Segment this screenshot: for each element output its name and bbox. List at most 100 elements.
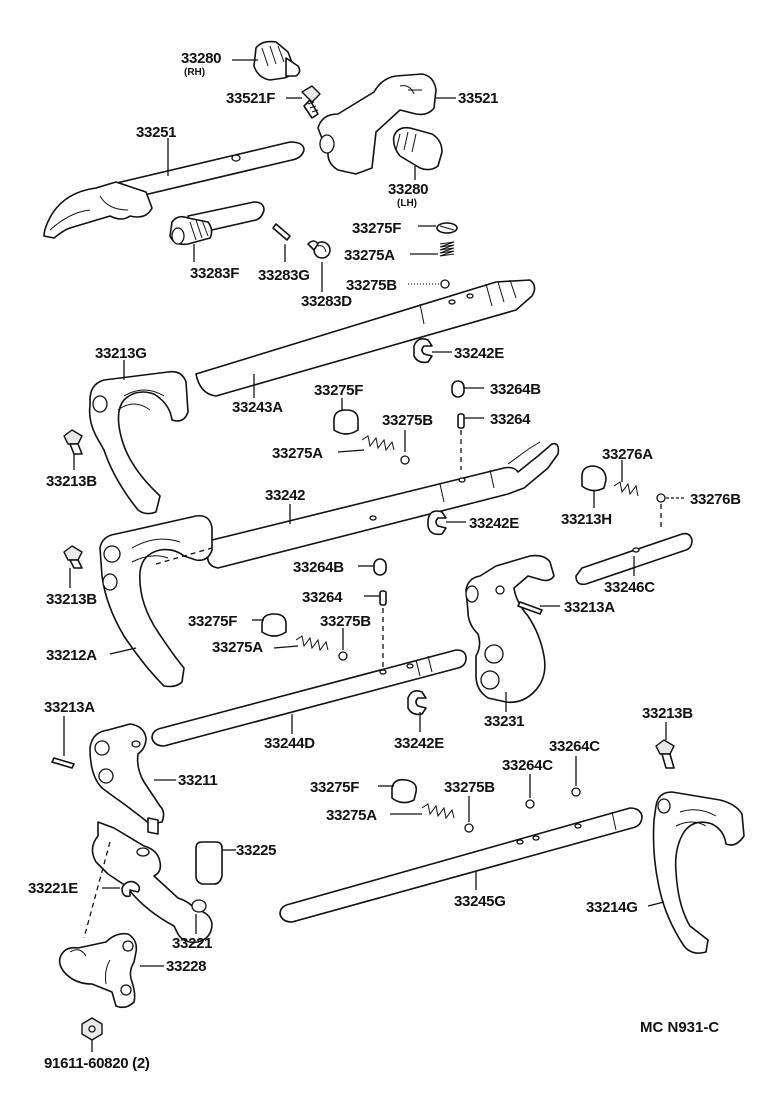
part-33276a-spring	[613, 481, 639, 497]
label-33264-b: 33264	[302, 589, 343, 606]
label-33243a: 33243A	[232, 399, 283, 416]
label-33221: 33221	[172, 935, 212, 952]
label-33521: 33521	[458, 90, 498, 107]
labels: 33280 (RH) 33521F 33521 33251 33280 (LH)…	[28, 50, 742, 1072]
part-33242e-clip-a	[413, 338, 433, 364]
part-33521f-bolt	[301, 85, 321, 119]
label-33221e: 33221E	[28, 880, 78, 897]
label-33251: 33251	[136, 124, 176, 141]
label-33211: 33211	[178, 772, 217, 789]
part-33264c-ball-a	[525, 799, 535, 809]
label-33280-rh-note: (RH)	[184, 67, 205, 78]
label-33264b-b: 33264B	[293, 559, 344, 576]
label-33228: 33228	[166, 958, 206, 975]
label-33264c-a: 33264C	[549, 738, 600, 755]
part-33283f-plunger	[169, 201, 265, 246]
part-33275a-spring-bottom	[421, 803, 455, 820]
part-33231-head	[465, 554, 555, 704]
label-33275f-b: 33275F	[314, 382, 363, 399]
label-33245g: 33245G	[454, 893, 506, 910]
part-33275b-ball-mid	[400, 455, 410, 465]
part-33280-rh	[253, 40, 301, 81]
part-33280-lh	[392, 126, 443, 180]
label-33276a: 33276A	[602, 446, 653, 463]
part-33275f-plug-bottom	[391, 778, 418, 804]
part-33245g-shaft	[279, 807, 643, 923]
part-33214g-fork	[652, 791, 745, 954]
part-33213g-fork	[88, 370, 189, 515]
part-33283d-retainer	[307, 240, 331, 259]
part-33275b-ball-low	[338, 651, 348, 661]
label-33242: 33242	[265, 487, 305, 504]
label-33225: 33225	[236, 842, 276, 859]
part-33264-pin-a	[457, 413, 465, 429]
label-33231: 33231	[484, 713, 524, 730]
label-33275a-c: 33275A	[212, 639, 263, 656]
part-33242e-clip-c	[407, 690, 427, 716]
label-33264-a: 33264	[490, 411, 531, 428]
label-33283d: 33283D	[301, 293, 352, 310]
label-33275b-d: 33275B	[444, 779, 495, 796]
label-33275f-d: 33275F	[310, 779, 359, 796]
part-33213a-pin-b	[51, 757, 75, 769]
label-33276b: 33276B	[690, 491, 741, 508]
label-33242e-c: 33242E	[394, 735, 444, 752]
label-33275a-a: 33275A	[344, 247, 395, 264]
label-33213a-b: 33213A	[44, 699, 95, 716]
part-33228-bracket	[58, 932, 138, 1009]
part-33211-head	[89, 723, 165, 835]
part-33264c-ball-b	[571, 787, 581, 797]
label-33244d: 33244D	[264, 735, 315, 752]
part-33243a-shaft	[195, 279, 536, 397]
label-33275b-a: 33275B	[346, 277, 397, 294]
part-33275a-spring-top	[439, 241, 455, 257]
part-33264-pin-b	[379, 590, 387, 606]
part-33244d-shaft	[151, 649, 467, 747]
label-33214g: 33214G	[586, 899, 638, 916]
part-33276b-ball	[656, 493, 666, 503]
label-33242e-a: 33242E	[454, 345, 504, 362]
part-33521-lever	[317, 73, 437, 175]
label-33275a-b: 33275A	[272, 445, 323, 462]
part-33213b-bolt-b	[63, 545, 83, 569]
part-33225-block	[195, 841, 223, 885]
part-33221-lever	[91, 821, 213, 944]
part-33275f-plug-top	[436, 222, 458, 234]
part-33213b-bolt-a	[63, 429, 83, 455]
label-33246c: 33246C	[604, 579, 655, 596]
part-33264b-pin-b	[373, 558, 387, 576]
part-33275b-ball-bottom	[464, 823, 474, 833]
part-33213b-bolt-c	[655, 739, 675, 769]
part-33275b-ball-top	[440, 279, 450, 289]
label-33213h: 33213H	[561, 511, 612, 528]
part-33213a-pin-a	[517, 601, 543, 615]
part-33251-shaft	[43, 141, 305, 239]
part-33275a-spring-low	[295, 635, 329, 652]
label-33280-lh: 33280	[388, 181, 428, 198]
part-33212a-fork	[99, 514, 213, 688]
part-33283g-pin	[272, 223, 291, 241]
part-91611-nut	[81, 1017, 103, 1041]
label-33264b-a: 33264B	[490, 381, 541, 398]
label-33264c-b: 33264C	[502, 757, 553, 774]
label-33213g: 33213G	[95, 345, 147, 362]
label-33213b-b: 33213B	[46, 591, 97, 608]
label-33275b-b: 33275B	[382, 412, 433, 429]
part-33275f-plug-mid	[333, 409, 359, 435]
part-33275a-spring-mid	[361, 435, 395, 452]
label-33275f-c: 33275F	[188, 613, 237, 630]
diagram-code: MC N931-C	[640, 1019, 719, 1036]
label-33280-rh: 33280	[181, 50, 221, 67]
label-33213b-c: 33213B	[642, 705, 693, 722]
label-33280-lh-note: (LH)	[397, 198, 417, 209]
part-33242-shaft	[206, 441, 560, 569]
label-33212a: 33212A	[46, 647, 97, 664]
label-33213a-a: 33213A	[564, 599, 615, 616]
label-33213b-a: 33213B	[46, 473, 97, 490]
label-33275b-c: 33275B	[320, 613, 371, 630]
part-33221e-clip	[121, 880, 141, 898]
label-91611: 91611-60820 (2)	[44, 1055, 150, 1072]
part-33213h-plug	[581, 465, 607, 492]
label-33283g: 33283G	[258, 267, 310, 284]
